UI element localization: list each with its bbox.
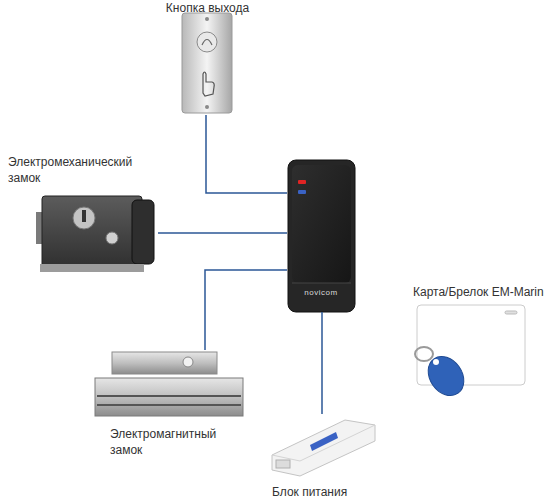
button-arrow — [202, 40, 212, 46]
reader-face — [292, 165, 351, 283]
device-label: Кнопка выхода — [155, 0, 260, 16]
psu-case — [272, 420, 375, 476]
wire — [321, 312, 323, 414]
led-red — [298, 180, 306, 184]
psu-terminal — [276, 460, 290, 468]
card-slot — [505, 311, 517, 314]
lock-body — [42, 196, 142, 268]
device-label: Блок питания — [272, 484, 378, 500]
lock-faceplate — [132, 200, 154, 264]
device-label: Карта/Брелок EM-Marin — [413, 284, 555, 300]
device-label: novicom — [287, 287, 355, 299]
push-button — [197, 32, 217, 52]
electromagnetic-lock: Электромагнитный замок — [92, 350, 244, 464]
power-supply: Блок питания — [268, 414, 378, 504]
wire — [206, 115, 287, 193]
psu-sticker — [310, 432, 338, 451]
access-controller: novicom — [287, 160, 355, 312]
electromechanical-lock: Электромеханический замок — [8, 152, 158, 274]
lock-flange — [40, 264, 144, 272]
magnet-stripe — [97, 395, 241, 397]
magnet-body — [95, 378, 243, 416]
device-label: Электромеханический замок — [8, 154, 158, 186]
screw — [205, 105, 209, 109]
armature-bolt — [183, 357, 193, 367]
hand-icon — [203, 72, 214, 96]
button-plate — [182, 13, 232, 113]
psu-edge — [272, 425, 375, 461]
card-keyfob: Карта/Брелок EM-Marin — [405, 284, 555, 410]
keyhole — [82, 210, 86, 222]
wire — [158, 232, 287, 234]
reader-body — [288, 160, 355, 312]
key-fob — [421, 350, 471, 403]
magnet-stripe — [97, 404, 241, 406]
fob-ring — [415, 347, 433, 361]
reader-seam — [292, 283, 351, 284]
screw — [205, 17, 209, 21]
armature-plate — [112, 352, 217, 374]
exit-button: Кнопка выхода — [155, 0, 260, 115]
led-blue — [298, 190, 306, 194]
lock-button — [106, 232, 118, 244]
fob-hole — [433, 359, 439, 365]
device-label: Электромагнитный замок — [110, 426, 244, 458]
key-cylinder — [73, 207, 95, 229]
wire — [205, 270, 287, 350]
